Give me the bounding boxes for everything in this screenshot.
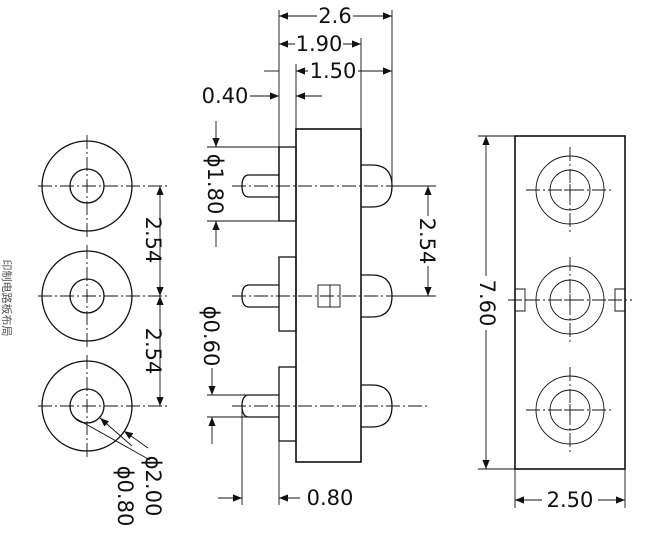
- dim-phi-060: ϕ0.60: [199, 306, 223, 367]
- bottom-view: 7.60 2.50: [472, 135, 632, 512]
- pad-middle: [38, 245, 168, 347]
- phi-200-label: ϕ2.00: [141, 456, 165, 517]
- pitch-label-left-bottom: 2.54: [141, 328, 165, 375]
- bottom-body: [514, 135, 626, 470]
- dim-phi-180: ϕ1.80: [203, 154, 227, 215]
- dim-26: 2.6: [318, 4, 351, 28]
- dim-150: 1.50: [310, 59, 357, 83]
- dim-height-760: 7.60: [475, 280, 499, 327]
- inner-pin-middle: [317, 284, 341, 308]
- pad-bottom: [38, 355, 168, 457]
- dim-080: 0.80: [307, 486, 354, 510]
- dim-pitch-right: 2.54: [415, 218, 439, 265]
- flange-bottom: [278, 366, 297, 442]
- pitch-label-left-top: 2.54: [141, 217, 165, 264]
- phi-080-label: ϕ0.80: [113, 466, 137, 527]
- bottom-hole-top: [526, 147, 614, 233]
- pcb-layout-view: 2.54 2.54 ϕ2.00 ϕ0.80: [38, 135, 168, 526]
- dim-190: 1.90: [296, 32, 343, 56]
- dim-040: 0.40: [202, 84, 249, 108]
- flange-top: [278, 146, 297, 222]
- pitch-dimension-left: 2.54 2.54: [141, 186, 165, 406]
- pad-top: [38, 135, 168, 237]
- bottom-hole-middle: [526, 257, 614, 343]
- pcb-layout-label: 印制电路板布局: [0, 260, 14, 337]
- diameter-leaders: ϕ2.00 ϕ0.80: [74, 417, 165, 527]
- housing-body: [295, 128, 362, 463]
- side-view: 2.6 1.90 1.50 0.40 ϕ1.80 ϕ0.60 0.80: [199, 4, 442, 510]
- dim-width-250: 2.50: [547, 488, 594, 512]
- bottom-hole-bottom: [526, 367, 614, 453]
- flange-middle: [278, 256, 297, 332]
